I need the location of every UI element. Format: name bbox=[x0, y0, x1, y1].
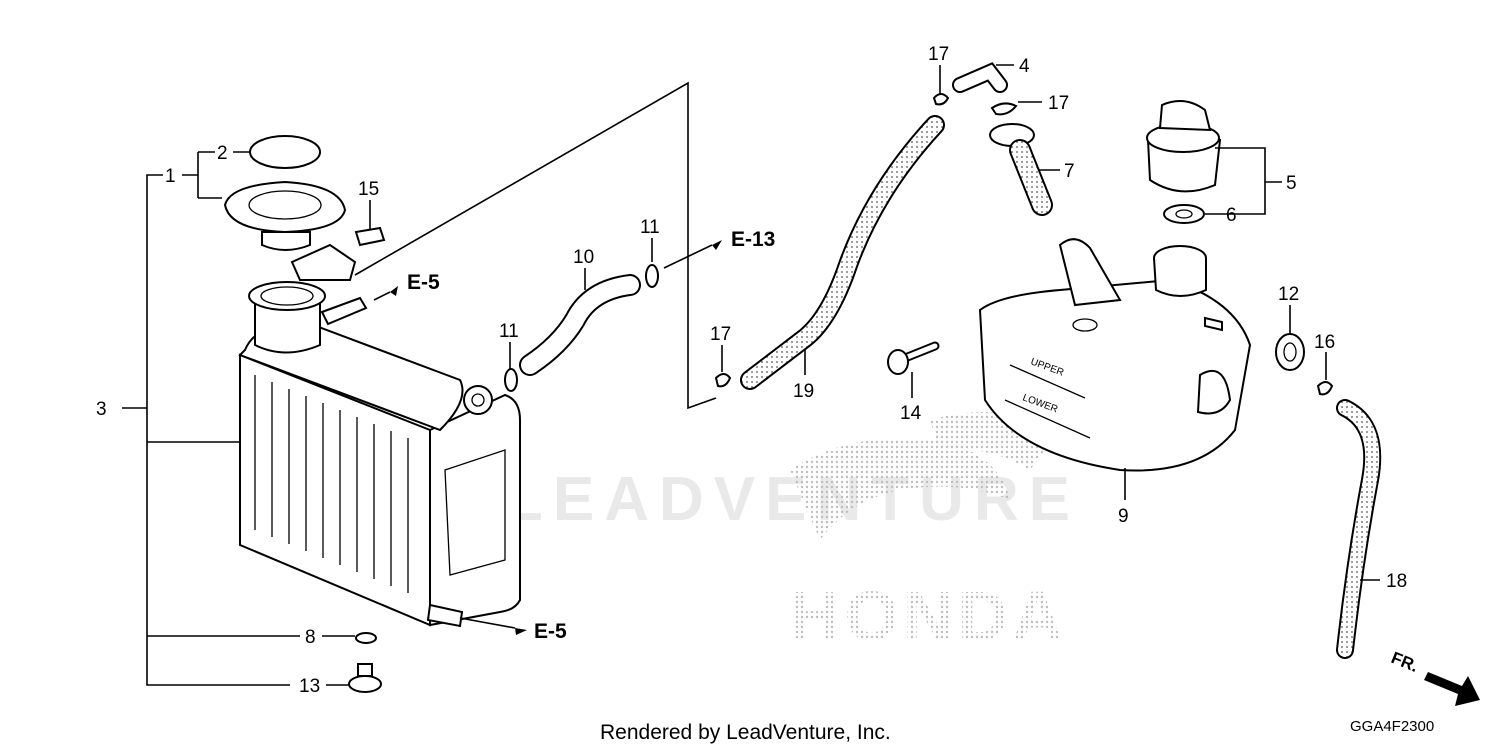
callout-4: 4 bbox=[1019, 56, 1030, 77]
diagram-code: GGA4F2300 bbox=[1350, 718, 1434, 735]
callout-1: 1 bbox=[165, 166, 176, 187]
radiator-cap bbox=[223, 135, 347, 251]
callout-5: 5 bbox=[1286, 173, 1297, 194]
ref-e5-top[interactable]: E-5 bbox=[407, 271, 440, 294]
footer-credit: Rendered by LeadVenture, Inc. bbox=[600, 721, 891, 744]
o-ring-11-upper bbox=[645, 264, 659, 288]
drain-bolt-13 bbox=[348, 663, 382, 693]
callout-10: 10 bbox=[573, 247, 594, 268]
seal-6 bbox=[1163, 204, 1205, 224]
reserve-cap-5 bbox=[1146, 100, 1222, 193]
clip-17-mid bbox=[990, 102, 1018, 116]
clip-16 bbox=[1316, 381, 1334, 396]
callout-11-lower: 11 bbox=[499, 321, 519, 342]
callout-13: 13 bbox=[299, 676, 320, 697]
ref-e5-bottom[interactable]: E-5 bbox=[534, 620, 567, 643]
callout-16: 16 bbox=[1314, 332, 1335, 353]
honda-wing-logo bbox=[790, 438, 1010, 540]
callout-11-upper: 11 bbox=[640, 217, 660, 238]
callout-6: 6 bbox=[1226, 205, 1237, 226]
callout-7: 7 bbox=[1064, 161, 1075, 182]
washer-8 bbox=[355, 632, 377, 644]
callout-3: 3 bbox=[96, 399, 107, 420]
callout-2: 2 bbox=[217, 143, 228, 164]
front-label: FR. bbox=[1389, 648, 1422, 676]
callout-17-lower: 17 bbox=[710, 324, 731, 345]
ref-e13[interactable]: E-13 bbox=[731, 228, 775, 251]
leader-lines bbox=[122, 64, 1380, 686]
reserve-tank-9: UPPER LOWER bbox=[978, 238, 1252, 472]
radiator bbox=[238, 243, 521, 628]
callout-9: 9 bbox=[1118, 506, 1129, 527]
filler-neck-7 bbox=[989, 123, 1053, 216]
hose-10 bbox=[519, 274, 641, 376]
callout-17-mid: 17 bbox=[1048, 93, 1069, 114]
o-ring-11-lower bbox=[504, 368, 518, 392]
clip-15 bbox=[354, 226, 386, 247]
callout-14: 14 bbox=[900, 403, 922, 424]
callout-12: 12 bbox=[1278, 284, 1299, 305]
callout-15: 15 bbox=[358, 179, 379, 200]
callout-17-top: 17 bbox=[928, 44, 949, 65]
callout-8: 8 bbox=[305, 627, 316, 648]
callout-19: 19 bbox=[793, 381, 814, 402]
clip-17-top bbox=[932, 93, 950, 106]
honda-logo-text: HONDA bbox=[790, 577, 1067, 655]
front-arrow-icon bbox=[1424, 672, 1480, 706]
callout-18: 18 bbox=[1386, 571, 1407, 592]
grommet-12 bbox=[1275, 333, 1305, 371]
bolt-14 bbox=[887, 341, 940, 375]
clip-17-lower bbox=[714, 373, 732, 388]
